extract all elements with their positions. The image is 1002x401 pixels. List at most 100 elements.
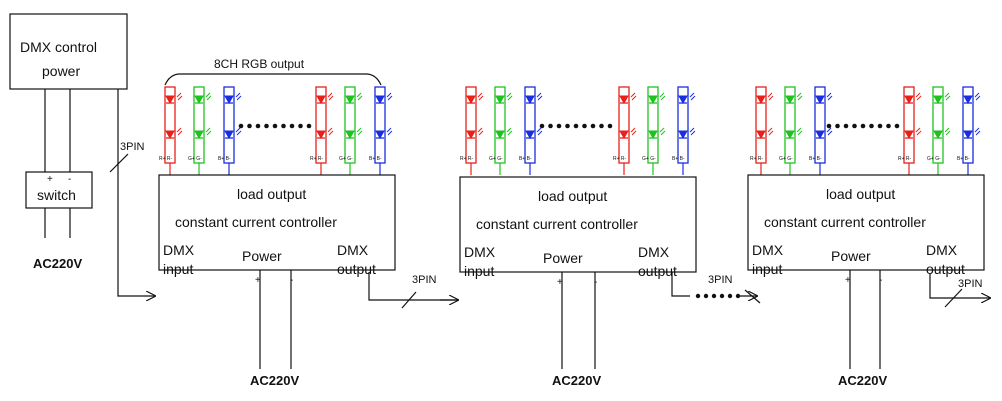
controller-box [158,174,396,271]
led-diode [678,127,696,140]
channel-tag: G+ G- [927,156,941,162]
switch-minus: - [68,174,71,185]
channel-tag: G+ G- [779,156,793,162]
led-diode [815,92,833,105]
dmx-output-label-line1: DMX [337,242,369,258]
power-plus: + [845,275,851,286]
channel-tag: B+ B- [957,156,970,162]
controller-box [747,174,985,271]
led-string-r: R+ R- [750,86,774,175]
dmx-input-label-line1: DMX [464,244,496,260]
led-string-g: G+ G- [779,86,803,175]
controller-title-line1: load output [538,188,607,204]
channel-tag: R+ R- [159,156,173,162]
power-minus: - [290,275,293,286]
power-minus: - [594,277,597,288]
led-diode [756,92,774,105]
led-diode [375,92,393,105]
led-diode [648,127,666,140]
led-diode [904,127,922,140]
led-string-g: G+ G- [489,86,513,175]
led-diode [648,92,666,105]
led-string-r: R+ R- [460,86,484,175]
power-plus: + [557,277,563,288]
led-diode [678,92,696,105]
power-minus: - [879,275,882,286]
pin-label-2: 3PIN [412,274,437,286]
led-diode [224,92,242,105]
led-diode [525,92,543,105]
dmx-power-line2: power [42,63,80,79]
channel-tag: B+ B- [369,156,382,162]
dmx-input-label-line2: input [464,263,494,279]
led-diode [785,92,803,105]
channel-tag: G+ G- [489,156,503,162]
channel-tag: R+ R- [613,156,627,162]
channel-tag: R+ R- [310,156,324,162]
ac220v-label: AC220V [552,373,601,388]
power-label: Power [543,250,583,266]
led-diode [466,92,484,105]
led-diode [933,92,951,105]
switch-plus: + [47,174,53,185]
controller-title-line1: load output [826,186,895,202]
channel-tag: R+ R- [460,156,474,162]
dmx-input-label-line1: DMX [752,242,784,258]
led-string-r: R+ R- [310,86,334,175]
controller-1: R+ R-G+ G-B+ B-R+ R-G+ G-B+ B-load outpu… [158,86,396,388]
chain-ellipsis-dots [695,293,741,299]
dmx-signal-line [109,89,155,296]
power-label: Power [831,248,871,264]
led-diode [619,92,637,105]
led-ellipsis-dots [539,123,613,129]
dmx-output-label-line1: DMX [638,244,670,260]
led-ellipsis-dots [826,123,900,129]
channel-tag: B+ B- [218,156,231,162]
led-diode [194,92,212,105]
controller-box [459,176,697,273]
rgb-output-label: 8CH RGB output [214,57,305,71]
ac220v-label: AC220V [250,373,299,388]
channel-tag: R+ R- [750,156,764,162]
controller-3: R+ R- G+ G- B+ B- R+ R- G+ G- B+ B-load outpu… [747,86,985,388]
dmx-output-label-line2: output [337,261,376,277]
ac220v-label: AC220V [838,373,887,388]
led-diode [224,127,242,140]
led-diode [495,127,513,140]
switch-label: switch [37,187,76,203]
led-string-r: R+ R- [159,86,183,175]
channel-tag: B+ B- [809,156,822,162]
channel-tag: B+ B- [672,156,685,162]
dmx-input-label-line1: DMX [163,242,195,258]
led-string-r: R+ R- [898,86,922,175]
channel-tag: R+ R- [898,156,912,162]
led-ellipsis-dots [238,123,312,129]
led-diode [495,92,513,105]
led-diode [756,127,774,140]
led-string-b: B+ B- [809,86,833,175]
led-string-b: B+ B- [957,86,981,175]
channel-tag: B+ B- [519,156,532,162]
controller-2: R+ R-G+ G-B+ B-R+ R-G+ G-B+ B-load outpu… [459,86,697,388]
dmx-power-line1: DMX control [20,39,97,55]
controllers-layer: R+ R- G+ G- B+ B- R+ R- G+ G- B+ B-load outpu… [158,86,985,388]
led-diode [785,127,803,140]
led-string-g: G+ G- [188,86,212,175]
led-string-b: B+ B- [672,86,696,175]
switch-ac-label: AC220V [33,256,82,271]
led-diode [815,127,833,140]
led-diode [345,127,363,140]
rgb-output-bracket [164,73,382,86]
led-diode [963,92,981,105]
led-diode [316,127,334,140]
controller-title-line1: load output [237,186,306,202]
led-diode [316,92,334,105]
led-string-g: G+ G- [927,86,951,175]
channel-tag: G+ G- [188,156,202,162]
dmx-output-label-line2: output [926,261,965,277]
led-diode [345,92,363,105]
pin-label-4: 3PIN [958,278,983,290]
led-string-b: B+ B- [369,86,393,175]
dmx-input-label-line2: input [752,261,782,277]
